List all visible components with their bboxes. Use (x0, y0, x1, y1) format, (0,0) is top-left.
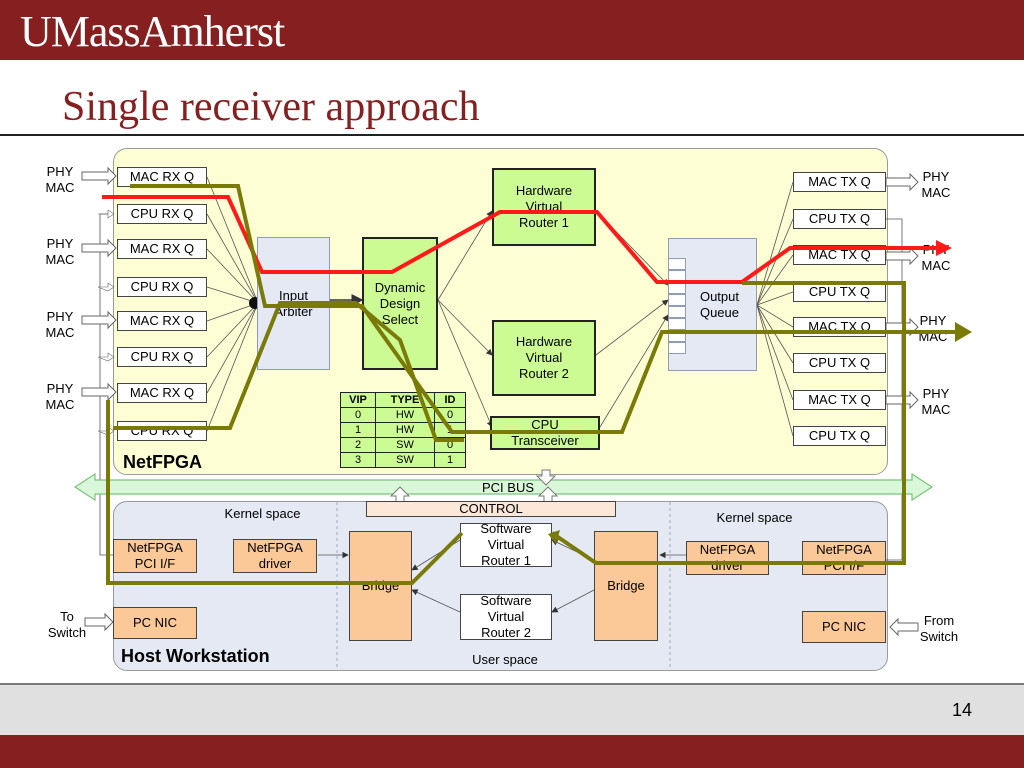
table-cell: 3 (340, 452, 376, 468)
cpu-rx-q-3: CPU RX Q (117, 347, 207, 367)
bridge-right: Bridge (594, 531, 658, 641)
hardware-path-red-arrowhead (936, 240, 952, 256)
hardware-path-red (102, 195, 948, 284)
header-bar (0, 0, 1024, 60)
kernel-space-right: Kernel space (716, 510, 793, 525)
mac-rx-q-4: MAC RX Q (117, 383, 207, 403)
footer-band (0, 683, 1024, 737)
pc-nic-right: PC NIC (802, 611, 886, 643)
host-workstation-label: Host Workstation (121, 646, 270, 666)
software-path-olive-lower (113, 301, 464, 442)
netfpga-driver-left: NetFPGA driver (233, 539, 317, 573)
return-loop-olive-arrowhead (548, 530, 560, 544)
pci-bus-label: PCI BUS (481, 480, 534, 495)
phy-mac-left-1: PHY MAC (45, 164, 75, 195)
mac-rx-q-2: MAC RX Q (117, 239, 207, 259)
software-path-olive (130, 184, 960, 434)
software-path-olive-arrowhead (955, 322, 972, 342)
slide-title: Single receiver approach (62, 84, 480, 130)
title-rule (0, 134, 1024, 136)
mac-tx-q-1: MAC TX Q (793, 172, 886, 192)
phy-mac-left-2: PHY MAC (45, 236, 75, 267)
netfpga-pci-if-left: NetFPGA PCI I/F (113, 539, 197, 573)
umass-logo: UMassAmherst (20, 7, 285, 56)
netfpga-driver-right: NetFPGA driver (686, 541, 769, 575)
pc-nic-left: PC NIC (113, 607, 197, 639)
footer-bar (0, 735, 1024, 768)
mac-tx-q-4: MAC TX Q (793, 390, 886, 410)
page-number: 14 (951, 700, 972, 720)
netfpga-label: NetFPGA (123, 452, 203, 472)
cpu-rx-q-2: CPU RX Q (117, 277, 207, 297)
cpu-rx-q-1: CPU RX Q (117, 204, 207, 224)
control-bar: CONTROL (366, 501, 616, 517)
dynamic-design-select: Dynamic Design Select (362, 237, 438, 370)
pci-bus-arrow (73, 472, 934, 502)
cpu-tx-q-1: CPU TX Q (793, 209, 886, 229)
phy-mac-left-4: PHY MAC (45, 381, 75, 412)
phy-mac-right-4: PHY MAC (921, 386, 951, 417)
output-queue-slots (668, 258, 686, 356)
cpu-tx-q-2: CPU TX Q (793, 282, 886, 302)
table-cell: 1 (434, 452, 466, 468)
software-virtual-router-1: Software Virtual Router 1 (460, 521, 552, 568)
mac-rx-q-3: MAC RX Q (117, 311, 207, 331)
host-loop-olive (106, 400, 464, 585)
cpu-tx-q-3: CPU TX Q (793, 353, 886, 373)
from-switch-label: From Switch (919, 613, 959, 644)
software-virtual-router-2: Software Virtual Router 2 (460, 593, 552, 640)
phy-mac-right-1: PHY MAC (921, 169, 951, 200)
phy-mac-left-3: PHY MAC (45, 309, 75, 340)
to-switch-label: To Switch (47, 609, 87, 640)
cpu-tx-q-4: CPU TX Q (793, 426, 886, 446)
hardware-virtual-router-2: Hardware Virtual Router 2 (492, 320, 596, 396)
table-cell: SW (375, 452, 435, 468)
user-space-label: User space (472, 652, 538, 667)
return-loop-olive (550, 281, 906, 565)
kernel-space-left: Kernel space (224, 506, 301, 521)
